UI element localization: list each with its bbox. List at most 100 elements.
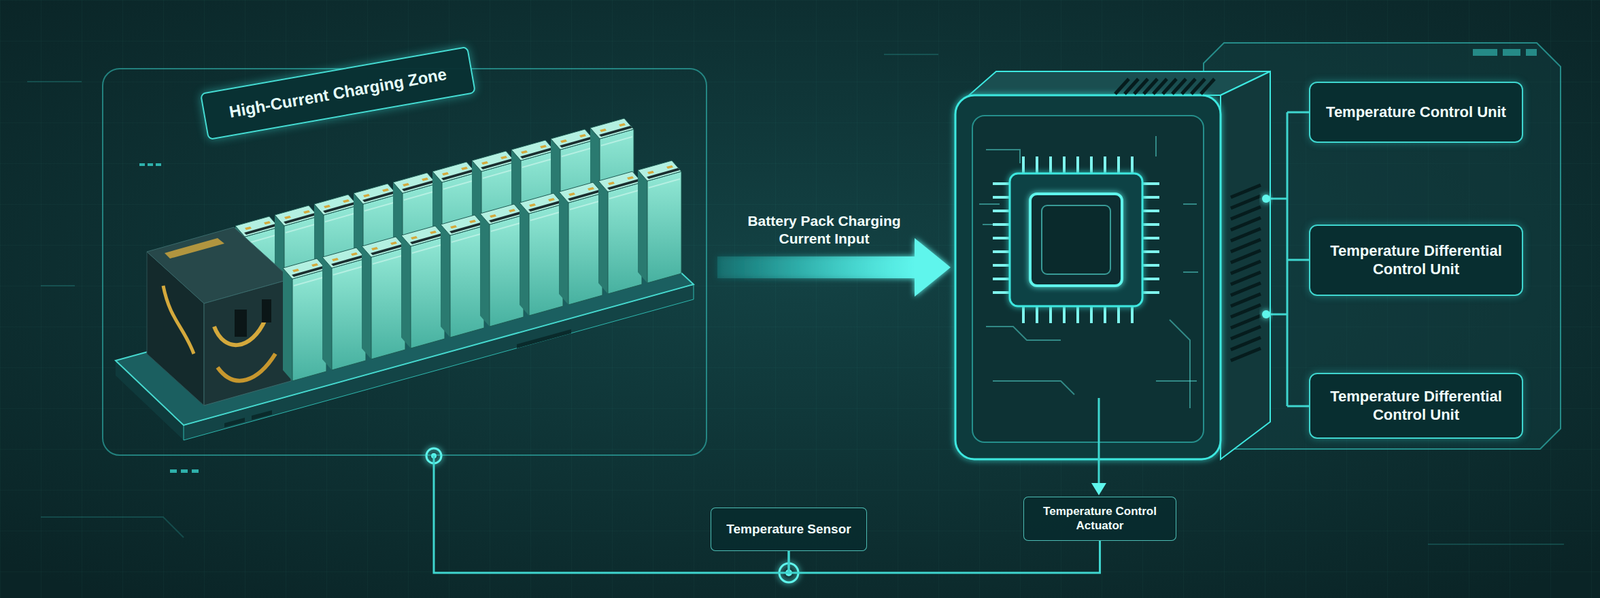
controller-device-part xyxy=(972,115,1204,442)
unit-box: Temperature Differential Control Unit xyxy=(1308,372,1524,439)
chip-pins-part xyxy=(1049,156,1052,174)
chip-pins-part xyxy=(1142,223,1160,226)
front-cells-part xyxy=(598,171,642,294)
end-block-part xyxy=(261,299,272,323)
front-cells-part xyxy=(440,214,485,338)
chip-board xyxy=(1009,173,1143,306)
chip-pins-part xyxy=(1103,156,1107,174)
chip-pins-part xyxy=(1076,305,1080,323)
side-vents xyxy=(1230,184,1261,361)
decor-dashes-part xyxy=(180,469,188,473)
decor-streaks-part xyxy=(883,53,939,56)
end-block-part xyxy=(163,285,194,354)
chip-pins-part xyxy=(1035,305,1039,323)
chip-pins-part xyxy=(992,263,1010,267)
front-cells-part xyxy=(558,182,603,305)
decor-streaks-part xyxy=(1427,543,1564,545)
chip-pins-part xyxy=(1142,277,1160,281)
side-vents-part xyxy=(1230,337,1261,350)
chip-pins-part xyxy=(1117,305,1120,323)
bracket-dots-part xyxy=(1262,310,1271,319)
pack-base-vents-part xyxy=(516,329,572,349)
chip xyxy=(1030,193,1122,286)
side-vents-part xyxy=(1230,271,1261,285)
current-arrow-part xyxy=(717,256,916,279)
decor-dashes-part xyxy=(147,163,153,166)
unit-name: Temperature Differential Control Unit xyxy=(1319,242,1513,279)
front-cells-part xyxy=(637,160,682,283)
chip-pins-part xyxy=(1142,209,1160,213)
unit-bracket xyxy=(1266,112,1309,406)
chip-pins-part xyxy=(1130,156,1134,174)
chip-pins-part xyxy=(992,277,1010,281)
front-cells-part xyxy=(519,193,564,316)
unit-bracket-part xyxy=(1287,405,1309,408)
side-vents-part xyxy=(1230,206,1261,219)
unit-name: Temperature Differential Control Unit xyxy=(1319,387,1513,425)
decor-streaks-part xyxy=(40,516,184,538)
chip-pins-part xyxy=(1103,305,1107,323)
chip-pins-part xyxy=(1142,182,1160,185)
side-vents-part xyxy=(1230,326,1261,339)
controller-device-part xyxy=(1220,71,1271,459)
front-cells-part xyxy=(282,258,327,381)
battery-pack xyxy=(115,118,694,440)
unit-bracket-part xyxy=(1287,111,1309,114)
arrow-label: Battery Pack Charging Current Input xyxy=(735,212,913,249)
side-vents-part xyxy=(1230,195,1261,209)
chip-pins-part xyxy=(992,291,1010,294)
side-glow-bar xyxy=(1248,195,1252,320)
end-block-part xyxy=(164,237,225,259)
chip-pins-part xyxy=(1130,305,1134,323)
sensor-box: Temperature Sensor xyxy=(710,507,867,551)
current-arrow-part xyxy=(914,237,951,297)
side-vents-part xyxy=(1230,228,1261,241)
traces-part xyxy=(1183,271,1199,273)
chip-pins-part xyxy=(1090,305,1093,323)
chip-pins-part xyxy=(1076,156,1080,174)
side-vents-part xyxy=(1230,304,1261,317)
chip-pins xyxy=(992,156,1160,323)
side-vents-part xyxy=(1230,217,1261,230)
chip-pins-part xyxy=(1090,156,1093,174)
chip-pins-part xyxy=(1062,305,1066,323)
zone-heading: High-Current Charging Zone xyxy=(199,46,476,141)
end-block xyxy=(146,227,292,406)
chip-pins-part xyxy=(992,209,1010,213)
side-vents-part xyxy=(1230,282,1261,296)
end-block-part xyxy=(203,278,292,406)
pack-base-vents-part xyxy=(251,410,272,420)
traces-part xyxy=(1169,319,1190,408)
unit-box: Temperature Control Unit xyxy=(1308,81,1524,143)
side-vents-part xyxy=(1230,184,1261,198)
chip-pins-part xyxy=(992,182,1010,185)
top-vents-part xyxy=(1200,78,1215,94)
decor-dashes-part xyxy=(169,469,177,473)
front-cells-part xyxy=(480,203,524,327)
top-vents xyxy=(1115,78,1215,94)
chip-pins-part xyxy=(1142,263,1160,267)
chip-pins-part xyxy=(1049,305,1052,323)
front-cells-part xyxy=(322,247,366,370)
actuator-arrow-part xyxy=(1091,482,1107,496)
side-vents-part xyxy=(1230,261,1261,274)
chip-pins-part xyxy=(1117,156,1120,174)
side-vents-part xyxy=(1230,315,1261,328)
chip-pins-part xyxy=(992,236,1010,240)
actuator-arrow-part xyxy=(1098,397,1101,485)
decor-dashes-part xyxy=(139,163,145,166)
traces-part xyxy=(985,326,1061,340)
unit-box: Temperature Differential Control Unit xyxy=(1308,224,1524,296)
sensor-name: Temperature Sensor xyxy=(726,520,851,537)
chip-pins-part xyxy=(992,223,1010,226)
decor-dashes-part xyxy=(155,163,162,166)
unit-bracket-part xyxy=(1287,259,1309,262)
chip-pins-part xyxy=(1142,291,1160,294)
decor-dashes-part xyxy=(191,469,199,473)
chip-pins-part xyxy=(992,195,1010,199)
zone-frame: High-Current Charging Zone xyxy=(101,67,708,456)
chip-pins-part xyxy=(1022,156,1025,174)
